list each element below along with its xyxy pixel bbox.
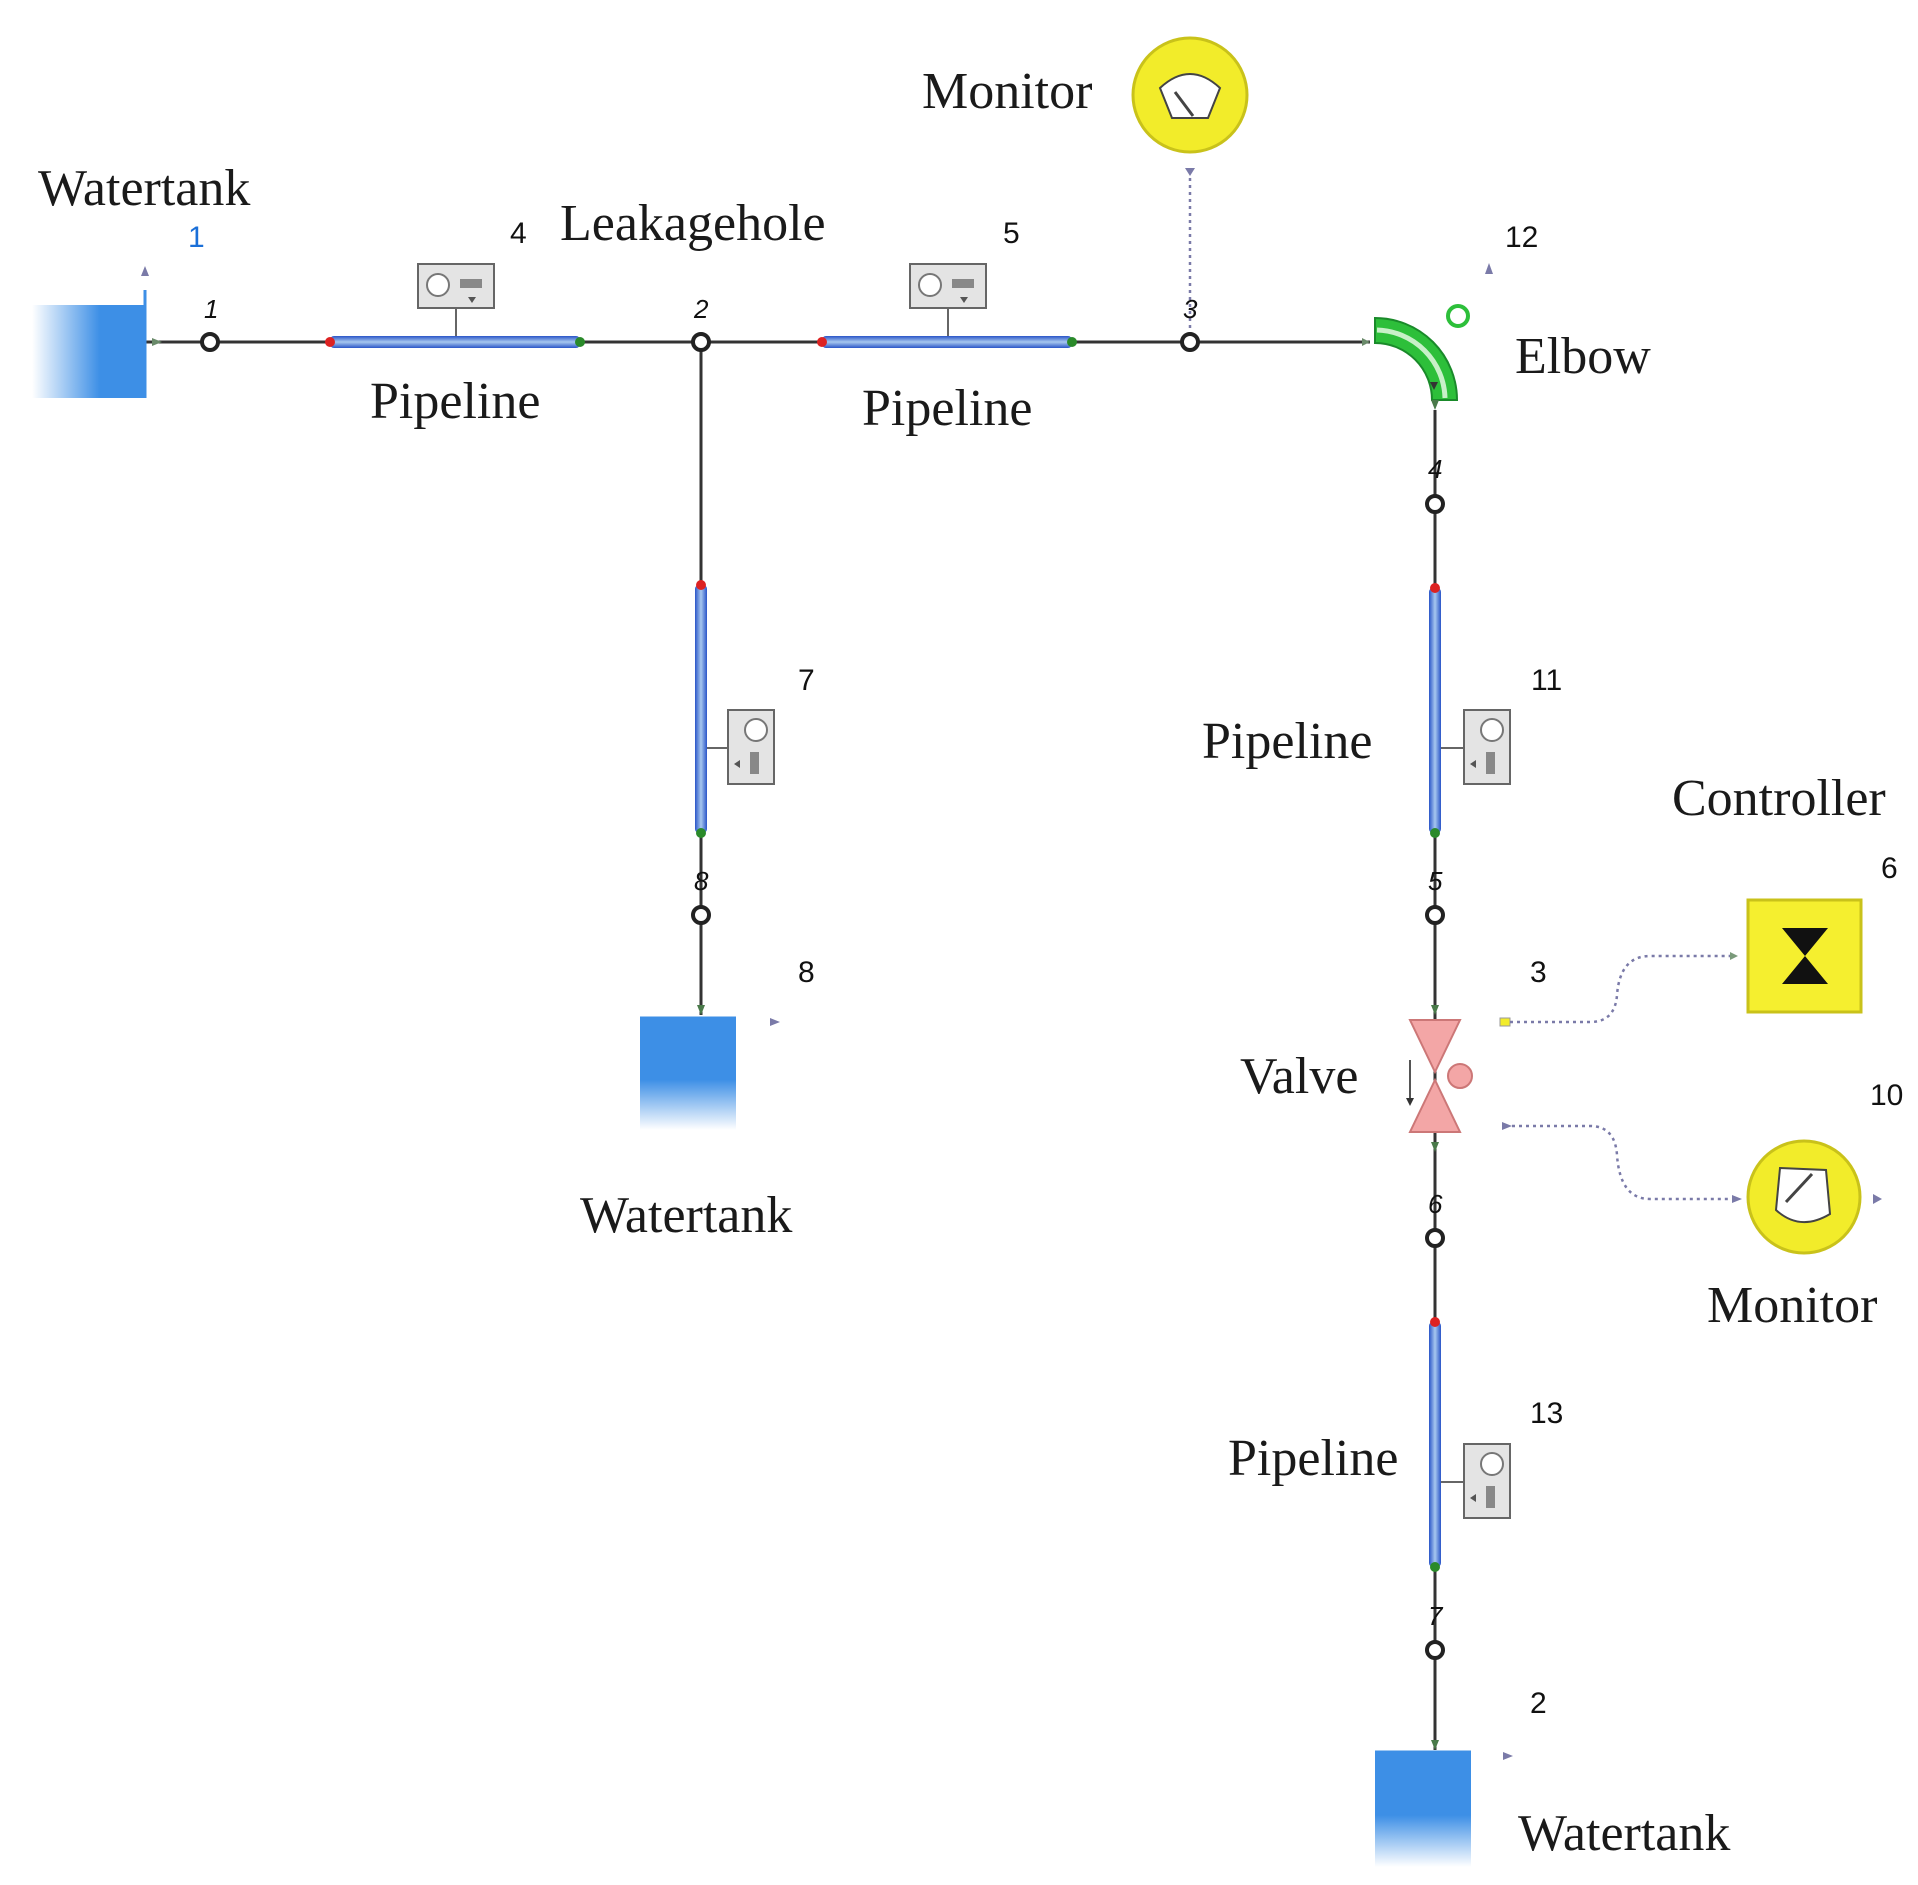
node-1[interactable] [200, 332, 220, 352]
label-elbow: Elbow [1515, 328, 1651, 385]
node-6[interactable] [1425, 1228, 1445, 1248]
node-id-1: 1 [204, 294, 218, 324]
component-number-13: 13 [1530, 1397, 1563, 1430]
label-valve: Valve [1240, 1048, 1358, 1105]
label-monitor-10: Monitor [1707, 1277, 1877, 1334]
controller-6[interactable] [1730, 898, 1863, 1014]
node-2[interactable] [691, 332, 711, 352]
label-pipeline-13: Pipeline [1228, 1430, 1398, 1487]
elbow-12[interactable] [1362, 263, 1493, 410]
label-controller: Controller [1672, 770, 1886, 827]
node-5[interactable] [1425, 905, 1445, 925]
pipeline-11[interactable] [1429, 583, 1511, 838]
signal-valve-controller [1510, 954, 1730, 1024]
pipeline-13[interactable] [1429, 1317, 1511, 1572]
label-watertank-2: Watertank [1518, 1805, 1730, 1862]
pipeline-4[interactable] [325, 263, 585, 348]
signal-valve-monitor [1512, 1124, 1730, 1201]
watertank-1[interactable] [32, 266, 162, 398]
valve-3[interactable] [1406, 1005, 1512, 1152]
component-number-5: 5 [1003, 217, 1020, 250]
label-leakagehole: Leakagehole [560, 195, 826, 252]
node-8[interactable] [691, 905, 711, 925]
component-number-2: 2 [1530, 1687, 1547, 1720]
node-7[interactable] [1425, 1640, 1445, 1660]
component-number-1: 1 [188, 221, 205, 254]
label-monitor-top: Monitor [922, 63, 1092, 120]
label-watertank-8: Watertank [580, 1187, 792, 1244]
node-id-5: 5 [1428, 866, 1443, 896]
component-number-7: 7 [798, 664, 815, 697]
node-id-2: 2 [693, 294, 709, 324]
component-number-10: 10 [1870, 1079, 1903, 1112]
node-4[interactable] [1425, 494, 1445, 514]
monitor-10[interactable] [1732, 1139, 1882, 1255]
watertank-8[interactable] [640, 1005, 780, 1130]
component-number-12: 12 [1505, 221, 1538, 254]
label-pipeline-4: Pipeline [370, 373, 540, 430]
label-watertank-1: Watertank [38, 160, 250, 217]
watertank-2[interactable] [1375, 1740, 1513, 1867]
component-number-11: 11 [1531, 664, 1562, 697]
pipeline-5[interactable] [817, 263, 1077, 348]
component-number-8: 8 [798, 956, 815, 989]
node-3[interactable] [1180, 332, 1200, 352]
label-pipeline-5: Pipeline [862, 380, 1032, 437]
monitor-top[interactable] [1131, 36, 1249, 342]
node-id-3: 3 [1183, 294, 1198, 324]
component-number-3: 3 [1530, 956, 1547, 989]
component-number-6: 6 [1881, 852, 1898, 885]
component-number-4: 4 [510, 217, 527, 250]
node-id-8: 8 [694, 866, 709, 896]
node-id-6: 6 [1428, 1189, 1443, 1219]
node-id-7: 7 [1428, 1601, 1444, 1631]
node-id-4: 4 [1428, 454, 1442, 484]
label-pipeline-11: Pipeline [1202, 713, 1372, 770]
pipeline-7[interactable] [695, 580, 775, 838]
